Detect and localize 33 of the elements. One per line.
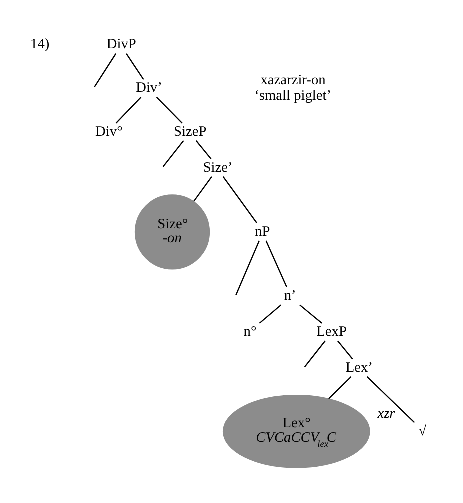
label: 14) [30,36,50,52]
label: ‘small piglet’ [254,87,332,104]
connector [126,53,144,80]
connector [156,96,183,124]
node-text: SizeP [174,123,207,140]
node-label: xzr [378,405,396,422]
connector [300,304,322,324]
node-text: n’ [284,288,296,304]
node-text: Size’ [203,159,233,176]
connector [196,140,212,159]
connector [366,376,416,423]
connector [236,240,260,295]
node-text: DivP [106,36,136,52]
connector [116,96,142,124]
connector [162,140,184,167]
node-text: LexP [316,324,347,340]
connector [328,376,352,399]
connector [304,340,326,367]
connector [222,176,258,223]
node-text: √ [418,422,427,439]
connector [266,240,288,288]
connector [94,53,117,88]
connector [193,176,212,202]
node-circle: Size° -on [134,194,210,270]
node-text: nP [255,223,270,240]
label: xazarzir-on [260,72,326,88]
node-text: n° [244,324,257,340]
connector [259,304,282,324]
node-ellipse: Lex° CVCaCCV$_{lex}$C [222,394,370,468]
node-text: Lex’ [346,359,374,376]
node-text: Div° [96,123,123,140]
connector [337,340,354,360]
node-text: Div’ [136,80,162,96]
